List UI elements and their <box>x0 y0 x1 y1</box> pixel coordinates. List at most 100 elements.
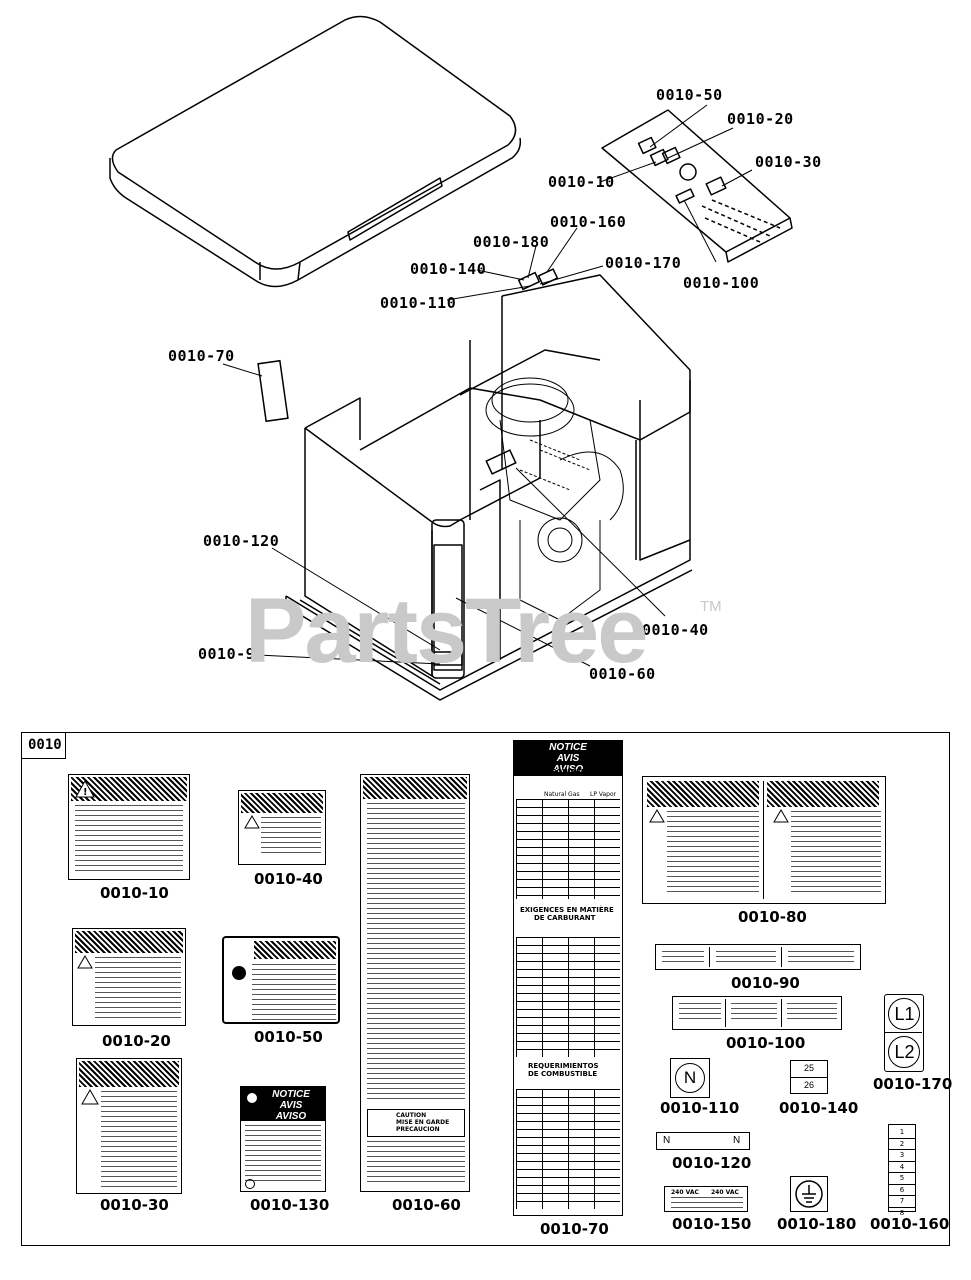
watermark: PartsTree <box>245 580 648 682</box>
fuel-title-fr-2: DE CARBURANT <box>534 914 596 922</box>
callout-0010-160: 0010-160 <box>550 213 627 231</box>
decal-0010-40-onunit <box>485 449 517 475</box>
callout-0010-10: 0010-10 <box>548 173 615 191</box>
label-120-n-left: N <box>663 1135 671 1146</box>
stack-7: 7 <box>889 1196 915 1208</box>
decal-0010-70: NOTICE AVIS AVISO FUEL REQUIREMENTS Natu… <box>513 740 623 1216</box>
caption-0010-110: 0010-110 <box>660 1099 740 1117</box>
stack-5: 5 <box>889 1173 915 1185</box>
callout-0010-100: 0010-100 <box>683 274 760 292</box>
decal-0010-90 <box>655 944 861 970</box>
label-120-n-right: N <box>733 1135 741 1146</box>
decal-0010-40 <box>238 790 326 865</box>
caption-0010-90: 0010-90 <box>731 974 800 992</box>
callout-0010-20: 0010-20 <box>727 110 794 128</box>
callout-0010-60: 0010-60 <box>589 665 656 683</box>
caption-0010-40: 0010-40 <box>254 870 323 888</box>
leader-lines <box>222 104 753 667</box>
decal-0010-10: ! <box>68 774 190 880</box>
notice-1: NOTICE <box>549 742 587 753</box>
callout-0010-40: 0010-40 <box>642 621 709 639</box>
caution-text-1: CAUTION <box>396 1112 427 1119</box>
decal-0010-110: N <box>670 1058 710 1098</box>
decal-0010-140: 25 26 <box>790 1060 828 1094</box>
decal-0010-50 <box>222 936 340 1024</box>
callout-0010-50: 0010-50 <box>656 86 723 104</box>
decal-0010-20 <box>72 928 186 1026</box>
fuel-natural-gas: Natural Gas <box>544 791 580 798</box>
notice-130-2: AVIS <box>279 1100 303 1111</box>
decal-0010-80 <box>642 776 886 904</box>
caption-0010-120: 0010-120 <box>672 1154 752 1172</box>
decal-0010-150: 240 VAC 240 VAC <box>664 1186 748 1212</box>
caption-0010-60: 0010-60 <box>392 1196 461 1214</box>
callout-0010-70: 0010-70 <box>168 347 235 365</box>
decal-0010-70-onunit <box>257 359 289 423</box>
caption-0010-30: 0010-30 <box>100 1196 169 1214</box>
caption-0010-130: 0010-130 <box>250 1196 330 1214</box>
enclosure-base <box>285 540 693 701</box>
decal-0010-160: 1 2 3 4 5 6 7 8 <box>888 1124 916 1217</box>
volt-2: 240 VAC <box>711 1189 739 1196</box>
section-box <box>21 732 66 759</box>
stack-3: 3 <box>889 1150 915 1162</box>
decal-0010-130: NOTICE AVIS AVISO <box>240 1086 326 1192</box>
decal-0010-100 <box>672 996 842 1030</box>
caption-0010-70: 0010-70 <box>540 1220 609 1238</box>
stack-8: 8 <box>899 1208 905 1217</box>
callout-0010-110: 0010-110 <box>380 294 457 312</box>
notice-130-1: NOTICE <box>272 1089 310 1100</box>
caption-0010-100: 0010-100 <box>726 1034 806 1052</box>
label-25: 25 <box>803 1063 814 1073</box>
callout-0010-30: 0010-30 <box>755 153 822 171</box>
callout-0010-170: 0010-170 <box>605 254 682 272</box>
stack-4: 4 <box>889 1162 915 1173</box>
label-26: 26 <box>803 1080 814 1090</box>
caption-0010-10: 0010-10 <box>100 884 169 902</box>
fuel-title: FUEL REQUIREMENTS <box>524 768 609 776</box>
caption-0010-180: 0010-180 <box>777 1215 857 1233</box>
caution-text-3: PRECAUCION <box>396 1126 440 1133</box>
decal-0010-120: N N <box>656 1132 750 1150</box>
fuel-title-es-1: REQUERIMIENTOS <box>528 1062 599 1070</box>
svg-text:!: ! <box>83 787 88 798</box>
callout-0010-180: 0010-180 <box>473 233 550 251</box>
caption-0010-140: 0010-140 <box>779 1099 859 1117</box>
enclosure-front-panel <box>304 397 465 679</box>
volt-1: 240 VAC <box>671 1189 699 1196</box>
caption-0010-150: 0010-150 <box>672 1215 752 1233</box>
caption-0010-160: 0010-160 <box>870 1215 950 1233</box>
label-l1: L1 <box>894 1004 915 1024</box>
label-l2: L2 <box>894 1042 915 1062</box>
fuel-title-fr-1: EXIGENCES EN MATIÈRE <box>520 906 614 914</box>
fuel-title-es-2: DE COMBUSTIBLE <box>528 1070 598 1078</box>
callout-0010-120: 0010-120 <box>203 532 280 550</box>
notice-3: AVISO <box>552 764 584 775</box>
engine <box>485 377 624 621</box>
callout-0010-140: 0010-140 <box>410 260 487 278</box>
callout-0010-90: 0010-90 <box>198 645 265 663</box>
exploded-view <box>109 15 793 701</box>
decal-0010-30 <box>76 1058 182 1194</box>
caption-0010-50: 0010-50 <box>254 1028 323 1046</box>
stack-1: 1 <box>889 1127 915 1139</box>
decal-kit-frame <box>21 732 950 1246</box>
enclosure-side-panels <box>359 274 691 660</box>
decal-0010-180 <box>790 1176 828 1212</box>
decal-0010-170: L1 L2 <box>884 994 924 1072</box>
caption-0010-20: 0010-20 <box>102 1032 171 1050</box>
roof-lid <box>109 15 522 288</box>
label-n: N <box>683 1068 697 1087</box>
caption-0010-80: 0010-80 <box>738 908 807 926</box>
stack-2: 2 <box>889 1139 915 1150</box>
fuel-lp-vapor: LP Vapor <box>590 791 617 798</box>
notice-130-3: AVISO <box>275 1111 307 1122</box>
caption-0010-170: 0010-170 <box>873 1075 953 1093</box>
decal-0010-60: CAUTION MISE EN GARDE PRECAUCION <box>360 774 470 1192</box>
notice-2: AVIS <box>556 753 580 764</box>
stack-6: 6 <box>889 1185 915 1196</box>
section-label: 0010 <box>28 737 62 753</box>
watermark-tm: TM <box>700 598 722 615</box>
caution-text-2: MISE EN GARDE <box>396 1119 450 1126</box>
control-panel <box>601 109 793 263</box>
